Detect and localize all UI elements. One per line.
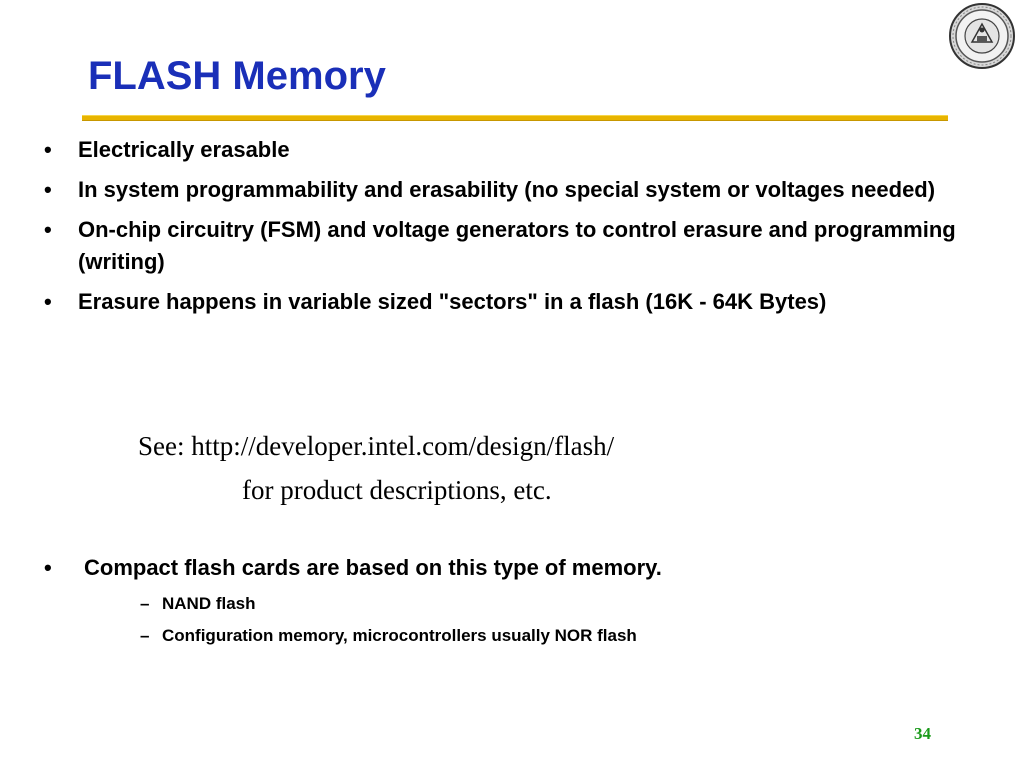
bullet-text: Compact flash cards are based on this ty… — [84, 555, 662, 580]
sub-list-item: –Configuration memory, microcontrollers … — [124, 620, 1022, 652]
reference-description-line: for product descriptions, etc. — [242, 475, 552, 505]
list-item: • Electrically erasable — [42, 134, 982, 166]
bullet-glyph: • — [44, 555, 52, 580]
title-divider — [82, 115, 948, 121]
sub-list-item: –NAND flash — [124, 588, 1022, 620]
dash-glyph: – — [140, 594, 150, 613]
slide-title: FLASH Memory — [88, 54, 386, 98]
bullet-text: On-chip circuitry (FSM) and voltage gene… — [78, 217, 956, 274]
university-seal-icon — [949, 3, 1015, 69]
reference-note: See: http://developer.intel.com/design/f… — [138, 424, 614, 512]
sub-bullet-text: NAND flash — [162, 594, 256, 613]
sub-bullet-text: Configuration memory, microcontrollers u… — [162, 626, 637, 645]
bullet-glyph: • — [44, 289, 52, 314]
list-item: • On-chip circuitry (FSM) and voltage gen… — [42, 214, 982, 278]
list-item: • Erasure happens in variable sized "sect… — [42, 286, 982, 318]
list-item: • In system programmability and erasabili… — [42, 174, 982, 206]
bullet-glyph: • — [44, 217, 52, 242]
bullet-text: Erasure happens in variable sized "secto… — [78, 289, 827, 314]
bullet-glyph: • — [44, 177, 52, 202]
bullet-text: Electrically erasable — [78, 137, 290, 162]
bullet-glyph: • — [44, 137, 52, 162]
secondary-bullet-list: • Compact flash cards are based on this … — [42, 552, 982, 652]
reference-url-line: See: http://developer.intel.com/design/f… — [138, 431, 615, 461]
bullet-text: In system programmability and erasabilit… — [78, 177, 936, 202]
list-item: • Compact flash cards are based on this … — [42, 552, 982, 652]
sub-bullet-list: –NAND flash –Configuration memory, micro… — [84, 588, 982, 652]
page-number: 34 — [914, 724, 931, 743]
main-bullet-list: • Electrically erasable • In system progra… — [42, 134, 982, 326]
dash-glyph: – — [140, 626, 150, 645]
